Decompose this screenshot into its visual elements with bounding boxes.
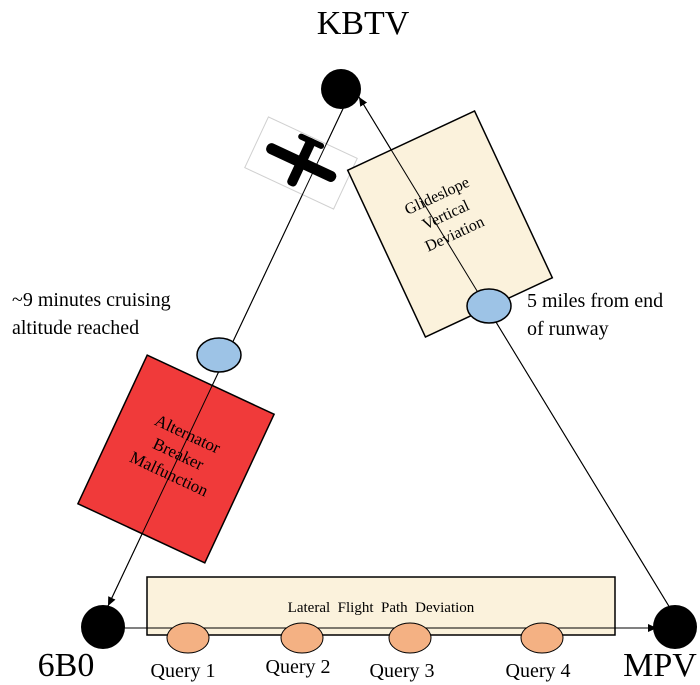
alternator-malfunction-box: Alternator Breaker Malfunction	[76, 354, 276, 564]
runway-annotation-line-2: of runway	[527, 318, 609, 340]
query-4-label: Query 4	[506, 660, 571, 682]
runway-annotation-line-1: 5 miles from end	[527, 290, 663, 312]
lateral-deviation-label: Lateral Flight Path Deviation	[288, 600, 475, 616]
query-3-label: Query 3	[370, 660, 435, 682]
airport-kbtv-label: KBTV	[317, 5, 410, 42]
airplane-icon	[244, 116, 358, 210]
query-2-label: Query 2	[266, 656, 331, 678]
cruise-annotation-line-1: ~9 minutes cruising	[12, 289, 171, 311]
glideslope-deviation-box: Glideslope Vertical Deviation	[346, 110, 554, 338]
path-mpv-to-kbtv-overlay	[358, 96, 671, 609]
query-3-marker	[388, 622, 432, 654]
airport-6b0-label: 6B0	[38, 647, 95, 684]
query-2-marker	[280, 622, 324, 654]
cruise-checkpoint-marker	[196, 337, 242, 373]
cruise-annotation-line-2: altitude reached	[12, 317, 139, 339]
query-1-marker	[166, 622, 210, 654]
airport-kbtv-marker	[321, 69, 361, 109]
query-4-marker	[520, 622, 564, 654]
runway-checkpoint-marker	[466, 288, 512, 324]
airport-mpv-label: MPV	[623, 647, 697, 684]
airport-mpv-marker	[653, 605, 697, 649]
query-1-label: Query 1	[151, 660, 216, 682]
airport-6b0-marker	[81, 605, 125, 649]
